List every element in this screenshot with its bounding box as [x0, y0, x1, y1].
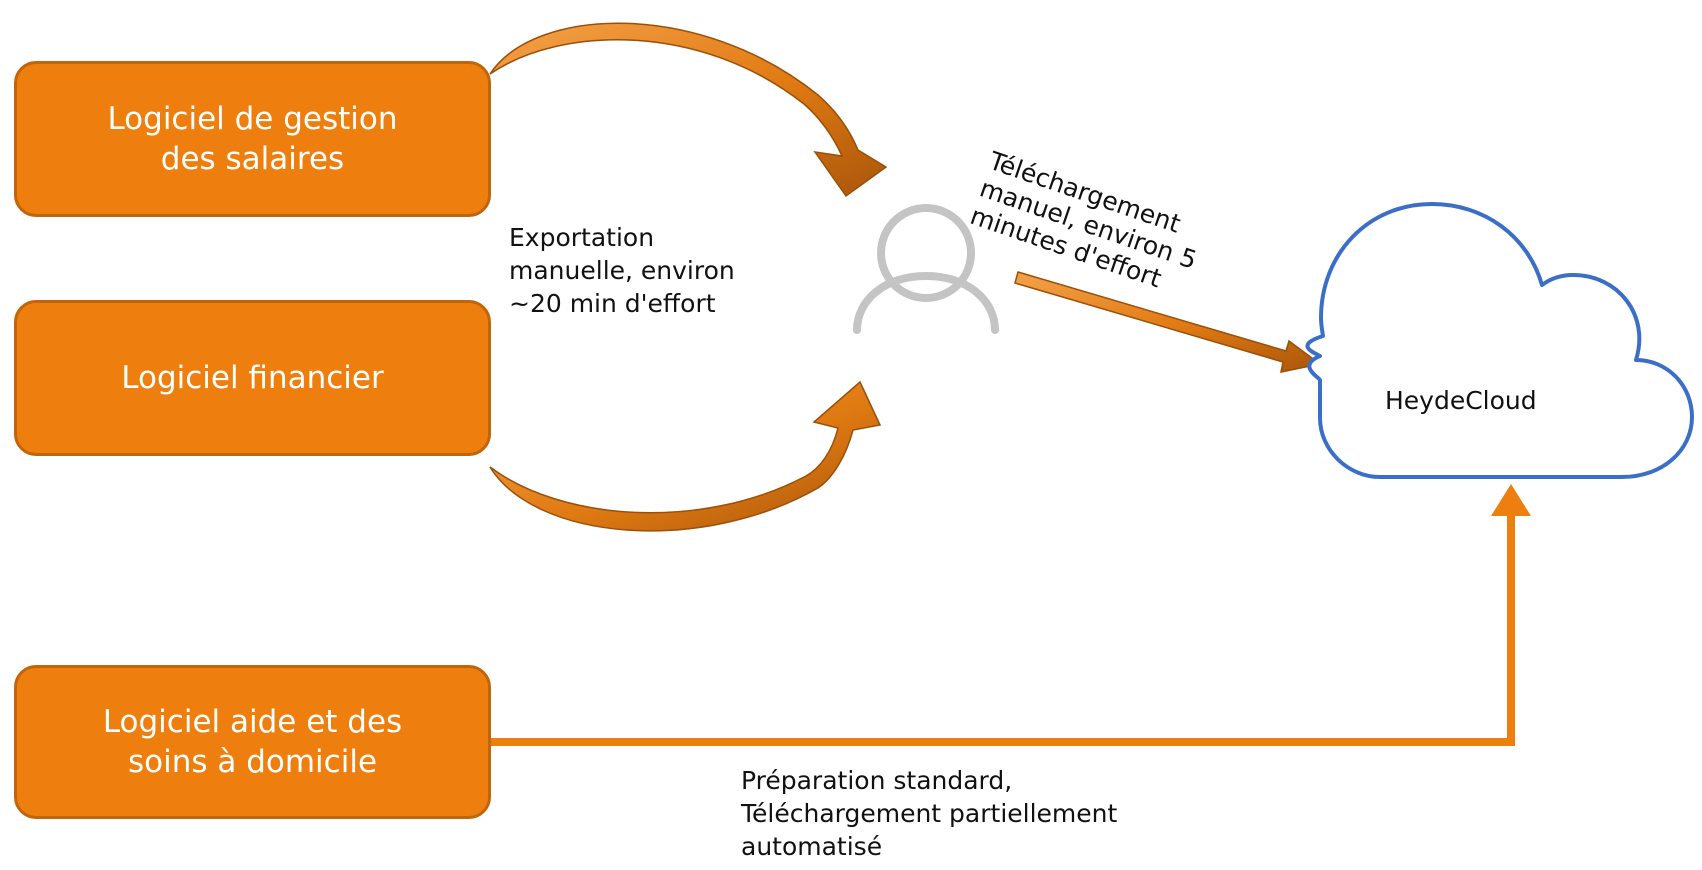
- arrow-user-to-cloud: [1014, 271, 1322, 373]
- payroll-software-box: Logiciel de gestion des salaires: [14, 61, 491, 217]
- curved-arrow-finance-to-user: [489, 380, 882, 532]
- cloud-label: HeydeCloud: [1385, 386, 1537, 415]
- connector-homecare-to-cloud: [491, 484, 1531, 746]
- user-icon: [853, 204, 999, 334]
- standard-preparation-label: Préparation standard, Téléchargement par…: [741, 766, 1118, 861]
- payroll-software-label: Logiciel de gestion des salaires: [107, 101, 398, 177]
- manual-export-label: Exportation manuelle, environ ~20 min d'…: [509, 223, 735, 318]
- finance-software-box: Logiciel financier: [14, 300, 491, 456]
- finance-software-label: Logiciel financier: [121, 360, 384, 396]
- cloud-icon: [1305, 202, 1694, 479]
- homecare-software-box: Logiciel aide et des soins à domicile: [14, 665, 491, 819]
- curved-arrow-payroll-to-user: [489, 22, 888, 198]
- homecare-software-label: Logiciel aide et des soins à domicile: [102, 704, 403, 780]
